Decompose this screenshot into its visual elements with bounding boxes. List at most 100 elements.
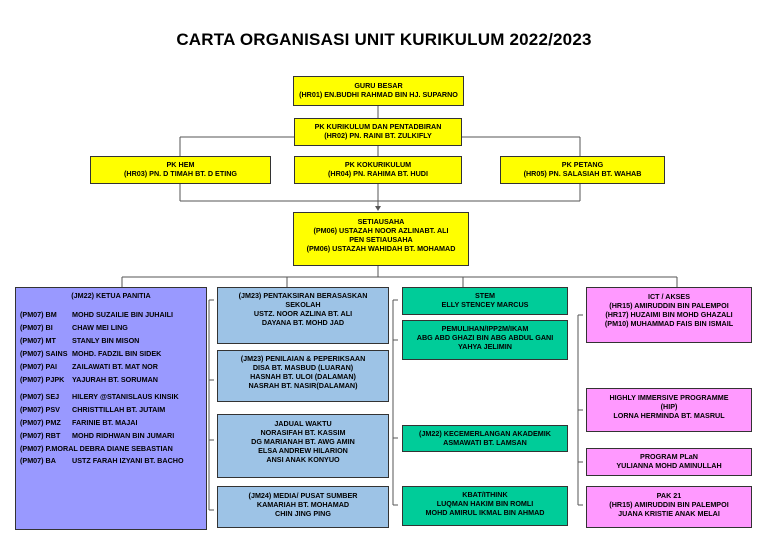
hip-member-1: LORNA HERMINDA BT. MASRUL bbox=[613, 411, 725, 420]
hip-title: HIGHLY IMMERSIVE PROGRAMME bbox=[609, 393, 729, 402]
jadual-waktu-member-2: DG MARIANAH BT. AWG AMIN bbox=[251, 437, 355, 446]
chart-title: CARTA ORGANISASI UNIT KURIKULUM 2022/202… bbox=[176, 30, 592, 49]
panitia-name: STANLY BIN MISON bbox=[72, 336, 140, 345]
jadual-waktu-member-3: ELSA ANDREW HILARION bbox=[258, 446, 348, 455]
panitia-code: (PM07) MT bbox=[20, 336, 56, 345]
pk-kokurikulum-role: PK KOKURIKULUM bbox=[344, 160, 412, 169]
setiausaha-box: SETIAUSAHA (PM06) USTAZAH NOOR AZLINABT.… bbox=[293, 212, 469, 266]
program-plan-title: PROGRAM PLaN bbox=[640, 452, 698, 461]
stem-title: STEM bbox=[475, 291, 495, 300]
pen-setiausaha-name: (PM06) USTAZAH WAHIDAH BT. MOHAMAD bbox=[306, 244, 456, 253]
panitia-code: (PM07) RBT bbox=[20, 431, 61, 440]
jadual-waktu-member-1: NORASIFAH BT. KASSIM bbox=[260, 428, 346, 437]
kbat-member-1: LUQMAN HAKIM BIN ROMLI bbox=[436, 499, 534, 508]
penilaian-box: (JM23) PENILAIAN & PEPERIKSAAN DISA BT. … bbox=[217, 350, 389, 402]
pk-kurikulum-name: (HR02) PN. RAINI BT. ZULKIFLY bbox=[324, 131, 432, 140]
penilaian-member-3: NASRAH BT. NASIR(DALAMAN) bbox=[248, 381, 358, 390]
pk-hem-name: (HR03) PN. D TIMAH BT. D ETING bbox=[123, 169, 237, 178]
pk-kokurikulum-name: (HR04) PN. RAHIMA BT. HUDI bbox=[328, 169, 428, 178]
panitia-code: (PM07) SEJ bbox=[20, 392, 60, 401]
media-box: (JM24) MEDIA/ PUSAT SUMBER KAMARIAH BT. … bbox=[217, 486, 389, 528]
kbat-box: KBAT/ITHINK LUQMAN HAKIM BIN ROMLI MOHD … bbox=[402, 486, 568, 526]
jadual-waktu-member-4: ANSI ANAK KONYUO bbox=[266, 455, 340, 464]
panitia-row: (PM07) PJPK YAJURAH BT. SORUMAN bbox=[20, 375, 202, 384]
pak21-title: PAK 21 bbox=[656, 491, 682, 500]
panitia-name: YAJURAH BT. SORUMAN bbox=[72, 375, 158, 384]
panitia-row: (PM07) PSV CHRISTTILLAH BT. JUTAIM bbox=[20, 405, 202, 414]
panitia-code: (PM07) PJPK bbox=[20, 375, 65, 384]
pak21-box: PAK 21 (HR15) AMIRUDDIN BIN PALEMPOI JUA… bbox=[586, 486, 752, 528]
kecemerlangan-member-1: ASMAWATI BT. LAMSAN bbox=[443, 438, 527, 447]
program-plan-member-1: YULIANNA MOHD AMINULLAH bbox=[616, 461, 722, 470]
panitia-code: (PM07) PAI bbox=[20, 362, 58, 371]
panitia-name: HILERY @STANISLAUS KINSIK bbox=[72, 392, 179, 401]
panitia-name: MOHD SUZAILIE BIN JUHAILI bbox=[72, 310, 174, 319]
panitia-name: CHRISTTILLAH BT. JUTAIM bbox=[72, 405, 166, 414]
guru-besar-name: (HR01) EN.BUDHI RAHMAD BIN HJ. SUPARNO bbox=[299, 90, 458, 99]
stem-box: STEM ELLY STENCEY MARCUS bbox=[402, 287, 568, 315]
ict-member-1: (HR15) AMIRUDDIN BIN PALEMPOI bbox=[609, 301, 729, 310]
pk-hem-box: PK HEM (HR03) PN. D TIMAH BT. D ETING bbox=[90, 156, 271, 184]
panitia-ba-name: USTZ FARAH IZYANI BT. BACHO bbox=[72, 456, 184, 465]
guru-besar-role: GURU BESAR bbox=[354, 81, 403, 90]
kecemerlangan-box: (JM22) KECEMERLANGAN AKADEMIK ASMAWATI B… bbox=[402, 425, 568, 452]
media-title: (JM24) MEDIA/ PUSAT SUMBER bbox=[248, 491, 358, 500]
media-member-1: KAMARIAH BT. MOHAMAD bbox=[256, 500, 350, 509]
jadual-waktu-title: JADUAL WAKTU bbox=[274, 419, 332, 428]
guru-besar-box: GURU BESAR (HR01) EN.BUDHI RAHMAD BIN HJ… bbox=[293, 76, 464, 106]
pk-kurikulum-box: PK KURIKULUM DAN PENTADBIRAN (HR02) PN. … bbox=[294, 118, 462, 146]
pemulihan-member-2: YAHYA JELIMIN bbox=[458, 342, 512, 351]
setiausaha-name: (PM06) USTAZAH NOOR AZLINABT. ALI bbox=[313, 226, 449, 235]
panitia-name: MOHD RIDHWAN BIN JUMARI bbox=[72, 431, 175, 440]
pak21-member-1: (HR15) AMIRUDDIN BIN PALEMPOI bbox=[609, 500, 729, 509]
media-member-2: CHIN JING PING bbox=[275, 509, 331, 518]
stem-member-1: ELLY STENCEY MARCUS bbox=[441, 300, 529, 309]
penilaian-member-1: DISA BT. MASBUD (LUARAN) bbox=[252, 363, 354, 372]
ict-member-2: (HR17) HUZAIMI BIN MOHD GHAZALI bbox=[605, 310, 733, 319]
panitia-name: CHAW MEI LING bbox=[72, 323, 128, 332]
panitia-row: (PM07) SAINS MOHD. FADZIL BIN SIDEK bbox=[20, 349, 202, 358]
pemulihan-member-1: ABG ABD GHAZI BIN ABG ABDUL GANI bbox=[416, 333, 554, 342]
panitia-name: FARINIE BT. MAJAI bbox=[72, 418, 138, 427]
pk-petang-box: PK PETANG (HR05) PN. SALASIAH BT. WAHAB bbox=[500, 156, 665, 184]
pen-setiausaha-role: PEN SETIAUSAHA bbox=[349, 235, 413, 244]
kbat-title: KBAT/ITHINK bbox=[462, 490, 508, 499]
pentaksiran-title-2: SEKOLAH bbox=[285, 300, 321, 309]
panitia-code: (PM07) SAINS bbox=[20, 349, 68, 358]
panitia-row-ba: (PM07) BA USTZ FARAH IZYANI BT. BACHO bbox=[20, 456, 202, 465]
ict-title: ICT / AKSES bbox=[647, 292, 691, 301]
penilaian-member-2: HASNAH BT. ULOI (DALAMAN) bbox=[250, 372, 356, 381]
pak21-member-2: JUANA KRISTIE ANAK MELAI bbox=[618, 509, 720, 518]
hip-title-2: (HIP) bbox=[660, 402, 678, 411]
setiausaha-role: SETIAUSAHA bbox=[357, 217, 405, 226]
pentaksiran-member-1: USTZ. NOOR AZLINA BT. ALI bbox=[253, 309, 353, 318]
pemulihan-box: PEMULIHAN/IPP2M/IKAM ABG ABD GHAZI BIN A… bbox=[402, 320, 568, 360]
hip-box: HIGHLY IMMERSIVE PROGRAMME (HIP) LORNA H… bbox=[586, 388, 752, 432]
kecemerlangan-title: (JM22) KECEMERLANGAN AKADEMIK bbox=[419, 429, 551, 438]
penilaian-title: (JM23) PENILAIAN & PEPERIKSAAN bbox=[240, 354, 366, 363]
pentaksiran-member-2: DAYANA BT. MOHD JAD bbox=[261, 318, 345, 327]
kbat-member-2: MOHD AMIRUL IKMAL BIN AHMAD bbox=[425, 508, 545, 517]
program-plan-box: PROGRAM PLaN YULIANNA MOHD AMINULLAH bbox=[586, 448, 752, 476]
pentaksiran-box: (JM23) PENTAKSIRAN BERASASKAN SEKOLAH US… bbox=[217, 287, 389, 344]
panitia-code: (PM07) BM bbox=[20, 310, 57, 319]
panitia-row: (PM07) BI CHAW MEI LING bbox=[20, 323, 202, 332]
pk-hem-role: PK HEM bbox=[166, 160, 195, 169]
panitia-row: (PM07) RBT MOHD RIDHWAN BIN JUMARI bbox=[20, 431, 202, 440]
panitia-moral: (PM07) P.MORAL DEBRA DIANE SEBASTIAN bbox=[20, 444, 173, 453]
panitia-row: (PM07) BM MOHD SUZAILIE BIN JUHAILI bbox=[20, 310, 202, 319]
panitia-ba-code: (PM07) BA bbox=[20, 456, 56, 465]
panitia-name: MOHD. FADZIL BIN SIDEK bbox=[72, 349, 162, 358]
pk-petang-name: (HR05) PN. SALASIAH BT. WAHAB bbox=[523, 169, 642, 178]
ict-box: ICT / AKSES (HR15) AMIRUDDIN BIN PALEMPO… bbox=[586, 287, 752, 343]
panitia-code: (PM07) PSV bbox=[20, 405, 60, 414]
panitia-code: (PM07) BI bbox=[20, 323, 53, 332]
panitia-row: (PM07) MT STANLY BIN MISON bbox=[20, 336, 202, 345]
pk-kurikulum-role: PK KURIKULUM DAN PENTADBIRAN bbox=[314, 122, 442, 131]
ict-member-3: (PM10) MUHAMMAD FAIS BIN ISMAIL bbox=[604, 319, 734, 328]
pemulihan-title: PEMULIHAN/IPP2M/IKAM bbox=[441, 324, 529, 333]
pentaksiran-title: (JM23) PENTAKSIRAN BERASASKAN bbox=[238, 291, 368, 300]
